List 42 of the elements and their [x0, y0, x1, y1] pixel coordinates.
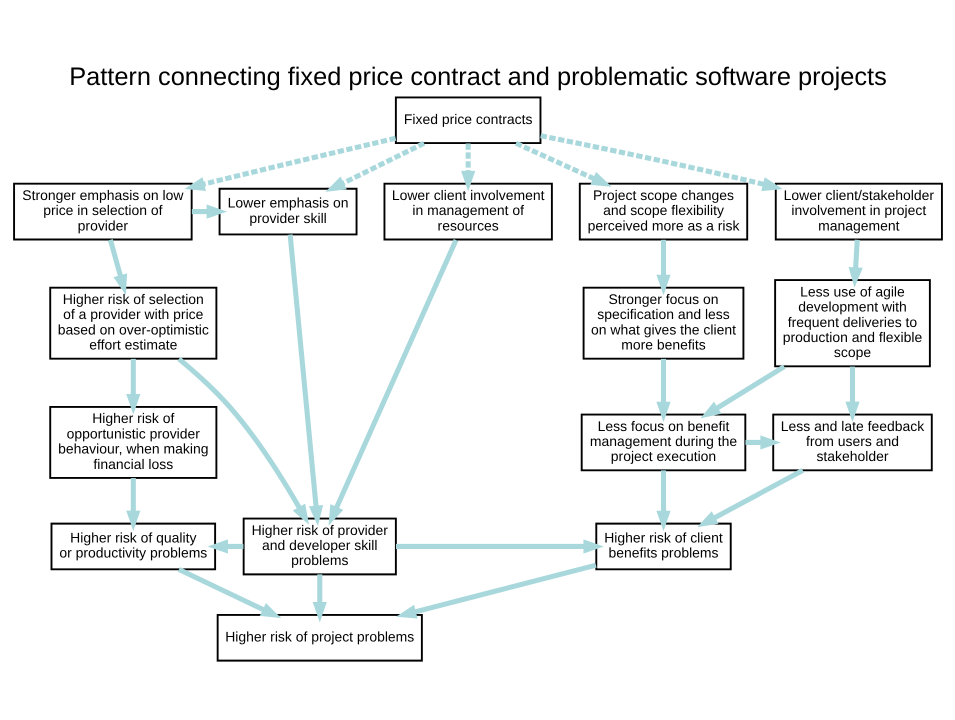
arrow: [312, 574, 326, 622]
node-box: Stronger emphasis on low price in selection of provider: [12, 182, 192, 240]
arrow: [176, 357, 309, 525]
node-box: Higher risk of opportunistic provider behaviour, when making financial loss: [48, 406, 217, 479]
arrow: [184, 136, 396, 191]
node-box: Less use of agile development with frequent deliveries to production and flexible scope: [774, 279, 930, 368]
node-box: Lower emphasis on provider skill: [218, 188, 357, 236]
arrow: [287, 234, 323, 526]
arrow: [656, 358, 670, 422]
arrow: [107, 239, 127, 295]
arrow: [126, 358, 140, 414]
arrow: [656, 240, 670, 296]
node-box: Less and late feedback from users and stakeholder: [772, 414, 932, 472]
node-box: Stronger focus on specification and less on what gives the client more benefits: [582, 286, 744, 360]
node-box: Project scope changes and scope flexibility perceived more as a risk: [578, 182, 748, 240]
arrow: [460, 143, 475, 192]
arrow: [324, 140, 425, 192]
node-box: Lower client/stakeholder involvement in project management: [774, 182, 942, 240]
arrow: [700, 364, 786, 418]
node-box: Lower client involvement in management of resources: [383, 182, 552, 240]
arrow: [207, 539, 243, 554]
arrow: [844, 366, 860, 422]
node-box: Higher risk of client benefits problems: [594, 522, 732, 570]
diagram-title: Pattern connecting fixed price contract and problematic software projects: [68, 62, 886, 91]
arrow: [696, 468, 804, 528]
arrow: [177, 567, 281, 618]
arrow: [514, 140, 612, 187]
arrow: [656, 470, 670, 532]
node-box: Higher risk of quality or productivity problems: [50, 522, 216, 570]
node-box: Fixed price contracts: [394, 96, 541, 144]
arrow: [126, 478, 140, 531]
arrow: [328, 239, 458, 526]
arrow: [744, 435, 780, 450]
arrow: [848, 240, 862, 288]
node-box: Higher risk of provider and developer skill problems: [242, 518, 396, 576]
node-box: Higher risk of selection of a provider with price based on over-optimistic effort estimate: [48, 286, 217, 360]
arrow: [396, 562, 596, 619]
arrow: [191, 204, 226, 219]
arrow: [395, 539, 604, 554]
node-box: Less focus on benefit management during the project execution: [580, 414, 746, 472]
node-box: Higher risk of project problems: [216, 614, 422, 662]
arrow: [540, 133, 782, 192]
